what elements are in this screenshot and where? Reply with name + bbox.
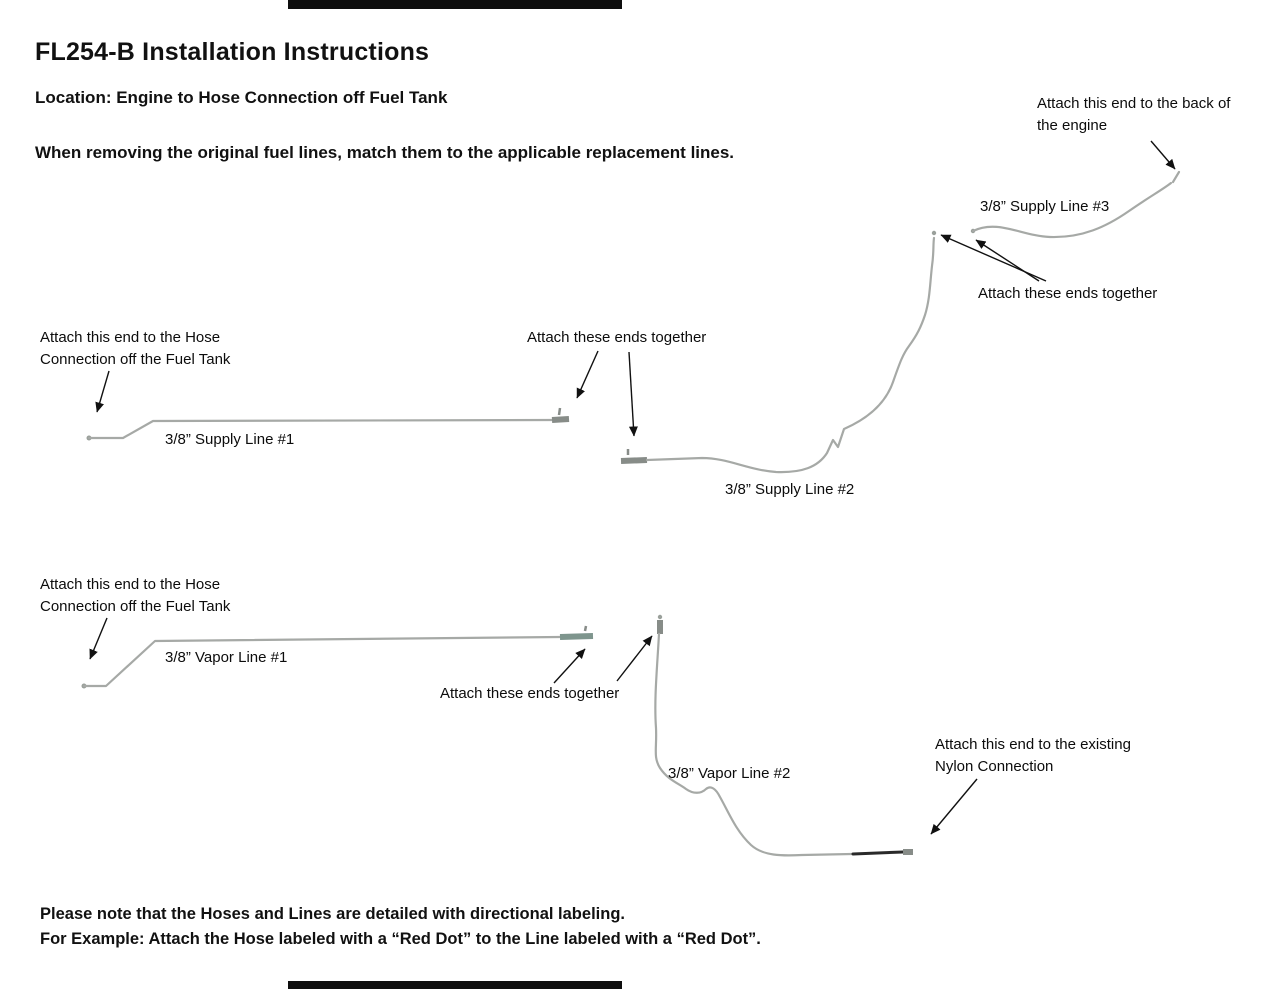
arrow-to-engine-end <box>1150 140 1176 170</box>
attach-hose-vapor-label: Attach this end to the Hose Connection o… <box>40 576 231 615</box>
arrow-to-supply1-right-end <box>576 350 599 399</box>
instruction-line: When removing the original fuel lines, m… <box>35 143 735 162</box>
attach-hose-supply-label: Attach this end to the Hose Connection o… <box>40 329 231 368</box>
cropped-footer-bar <box>288 981 622 989</box>
vapor-line-2-drawing <box>654 614 913 857</box>
cropped-header-bar <box>288 0 622 9</box>
supply-line-2-drawing <box>620 230 937 474</box>
page-title: FL254-B Installation Instructions <box>35 38 430 66</box>
arrow-to-line3-left-end <box>975 239 1040 282</box>
vapor-line-2-label: 3/8” Vapor Line #2 <box>668 765 791 782</box>
arrow-to-vapor1-left-end <box>89 617 108 660</box>
supply-line-1-drawing <box>86 407 570 441</box>
attach-engine-label: Attach this end to the back of the engin… <box>1037 95 1231 134</box>
ends-together-top-label: Attach these ends together <box>978 285 1158 302</box>
arrow-to-vapor2-top-end <box>616 635 653 682</box>
supply-line-3-label: 3/8” Supply Line #3 <box>980 198 1110 215</box>
attach-nylon-label: Attach this end to the existing Nylon Co… <box>935 736 1131 775</box>
vapor-line-1-drawing <box>81 625 594 689</box>
supply-line-3-drawing <box>970 170 1181 239</box>
arrow-to-vapor1-right-end <box>553 648 586 684</box>
supply-line-2-label: 3/8” Supply Line #2 <box>725 481 855 498</box>
arrow-to-line2-top-end <box>940 234 1047 282</box>
annotation-arrows <box>89 140 1176 835</box>
location-line: Location: Engine to Hose Connection off … <box>35 88 448 107</box>
arrow-to-supply2-left-end <box>628 351 638 437</box>
arrow-to-supply1-left-end <box>95 370 110 413</box>
vapor-line-1-label: 3/8” Vapor Line #1 <box>165 649 288 666</box>
footer-note-line1: Please note that the Hoses and Lines are… <box>40 905 625 923</box>
ends-together-bottom-label: Attach these ends together <box>440 685 620 702</box>
arrow-to-nylon-end <box>930 778 978 835</box>
footer-note-line2: For Example: Attach the Hose labeled wit… <box>40 930 761 948</box>
ends-together-mid-label: Attach these ends together <box>527 329 707 346</box>
supply-line-1-label: 3/8” Supply Line #1 <box>165 431 295 448</box>
